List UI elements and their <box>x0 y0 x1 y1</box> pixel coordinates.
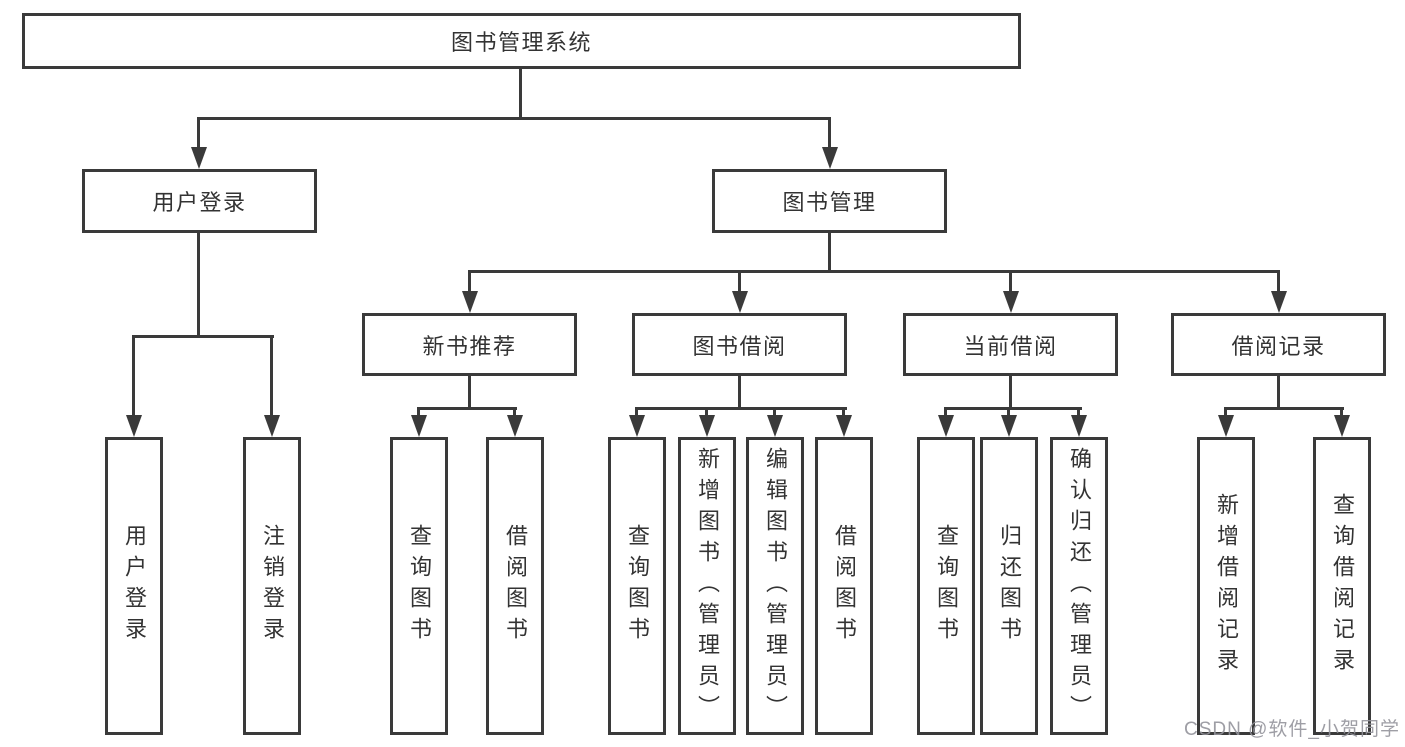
connector-root-down <box>519 69 522 120</box>
leaf-add-book-admin: 新增图书（管理员） <box>678 437 736 735</box>
leaf-query-books-1: 查询图书 <box>390 437 448 735</box>
connector-stub-current-borrow <box>1009 270 1012 296</box>
leaf-return-book: 归还图书 <box>980 437 1038 735</box>
connector-stub-borrow-records <box>1277 270 1280 296</box>
leaf-query-books-2-label: 查询图书 <box>625 524 650 648</box>
connector-bracket-book-borrow <box>635 407 847 410</box>
arrowhead-query-record <box>1334 415 1350 437</box>
connector-current-borrow-down <box>1009 376 1012 410</box>
connector-stub-borrow-books-1 <box>513 407 516 419</box>
arrowhead-query-books-1 <box>411 415 427 437</box>
arrowhead-new-book <box>462 291 478 313</box>
connector-stub-query-books-1 <box>417 407 420 419</box>
connector-book-borrow-down <box>738 376 741 410</box>
leaf-logout-login-label: 注销登录 <box>260 524 285 648</box>
node-book-borrow-label: 图书借阅 <box>692 333 787 359</box>
node-current-borrow-label: 当前借阅 <box>963 333 1058 359</box>
leaf-add-book-admin-label: 新增图书（管理员） <box>695 446 720 726</box>
connector-bracket-user-login <box>132 335 274 338</box>
leaf-user-login: 用户登录 <box>105 437 163 735</box>
leaf-edit-book-admin: 编辑图书（管理员） <box>746 437 804 735</box>
node-new-book-recommend-label: 新书推荐 <box>422 333 517 359</box>
arrowhead-book-management <box>822 147 838 169</box>
connector-user-login-down <box>197 233 200 338</box>
leaf-add-borrow-record: 新增借阅记录 <box>1197 437 1255 735</box>
connector-book-management-down <box>828 233 831 273</box>
arrowhead-current-borrow <box>1003 291 1019 313</box>
arrowhead-user-login <box>191 147 207 169</box>
leaf-query-borrow-record: 查询借阅记录 <box>1313 437 1371 735</box>
leaf-borrow-books-1-label: 借阅图书 <box>503 524 528 648</box>
node-borrow-records: 借阅记录 <box>1171 313 1386 376</box>
connector-level3-horizontal <box>468 270 1280 273</box>
connector-stub-query-books-2 <box>635 407 638 419</box>
arrowhead-borrow-books-2 <box>836 415 852 437</box>
connector-stub-confirm-return <box>1077 407 1080 419</box>
node-root: 图书管理系统 <box>22 13 1021 69</box>
arrowhead-confirm-return <box>1071 415 1087 437</box>
csdn-watermark: CSDN @软件_小贺同学 <box>1184 719 1400 740</box>
connector-stub-query-books-3 <box>944 407 947 419</box>
connector-stub-query-record <box>1340 407 1343 419</box>
node-new-book-recommend: 新书推荐 <box>362 313 577 376</box>
connector-borrow-records-down <box>1277 376 1280 410</box>
leaf-borrow-books-2: 借阅图书 <box>815 437 873 735</box>
connector-bracket-current-borrow <box>944 407 1082 410</box>
node-book-borrow: 图书借阅 <box>632 313 847 376</box>
arrowhead-edit-book <box>767 415 783 437</box>
connector-bracket-borrow-records <box>1224 407 1344 410</box>
node-user-login: 用户登录 <box>82 169 317 233</box>
connector-stub-user-login <box>197 117 200 152</box>
connector-stub-new-book <box>468 270 471 296</box>
arrowhead-leaf-user-login <box>126 415 142 437</box>
connector-stub-edit-book <box>773 407 776 419</box>
leaf-return-book-label: 归还图书 <box>997 524 1022 648</box>
connector-stub-return-book <box>1007 407 1010 419</box>
leaf-query-books-3-label: 查询图书 <box>934 524 959 648</box>
arrowhead-book-borrow <box>732 291 748 313</box>
arrowhead-return-book <box>1001 415 1017 437</box>
connector-stub-book-management <box>828 117 831 152</box>
leaf-borrow-books-1: 借阅图书 <box>486 437 544 735</box>
leaf-query-books-2: 查询图书 <box>608 437 666 735</box>
leaf-logout-login: 注销登录 <box>243 437 301 735</box>
leaf-user-login-label: 用户登录 <box>122 524 147 648</box>
arrowhead-add-record <box>1218 415 1234 437</box>
connector-stub-leaf-logout <box>270 335 273 417</box>
leaf-confirm-return-admin: 确认归还（管理员） <box>1050 437 1108 735</box>
leaf-query-books-1-label: 查询图书 <box>407 524 432 648</box>
connector-bracket-new-book <box>417 407 517 410</box>
node-book-management-label: 图书管理 <box>782 190 877 215</box>
leaf-edit-book-admin-label: 编辑图书（管理员） <box>763 446 788 726</box>
arrowhead-add-book <box>699 415 715 437</box>
leaf-borrow-books-2-label: 借阅图书 <box>832 524 857 648</box>
leaf-add-borrow-record-label: 新增借阅记录 <box>1214 493 1239 679</box>
arrowhead-leaf-logout <box>264 415 280 437</box>
node-borrow-records-label: 借阅记录 <box>1231 333 1326 359</box>
node-current-borrow: 当前借阅 <box>903 313 1118 376</box>
arrowhead-query-books-2 <box>629 415 645 437</box>
leaf-confirm-return-admin-label: 确认归还（管理员） <box>1067 446 1092 726</box>
node-book-management: 图书管理 <box>712 169 947 233</box>
connector-stub-add-record <box>1224 407 1227 419</box>
connector-level2-horizontal <box>197 117 831 120</box>
connector-stub-book-borrow <box>738 270 741 296</box>
connector-stub-leaf-user-login <box>132 335 135 417</box>
arrowhead-query-books-3 <box>938 415 954 437</box>
leaf-query-borrow-record-label: 查询借阅记录 <box>1330 493 1355 679</box>
arrowhead-borrow-records <box>1271 291 1287 313</box>
arrowhead-borrow-books-1 <box>507 415 523 437</box>
leaf-query-books-3: 查询图书 <box>917 437 975 735</box>
connector-stub-add-book <box>705 407 708 419</box>
node-user-login-label: 用户登录 <box>152 190 247 215</box>
node-root-label: 图书管理系统 <box>450 30 592 55</box>
connector-new-book-down <box>468 376 471 410</box>
connector-stub-borrow-books-2 <box>842 407 845 419</box>
